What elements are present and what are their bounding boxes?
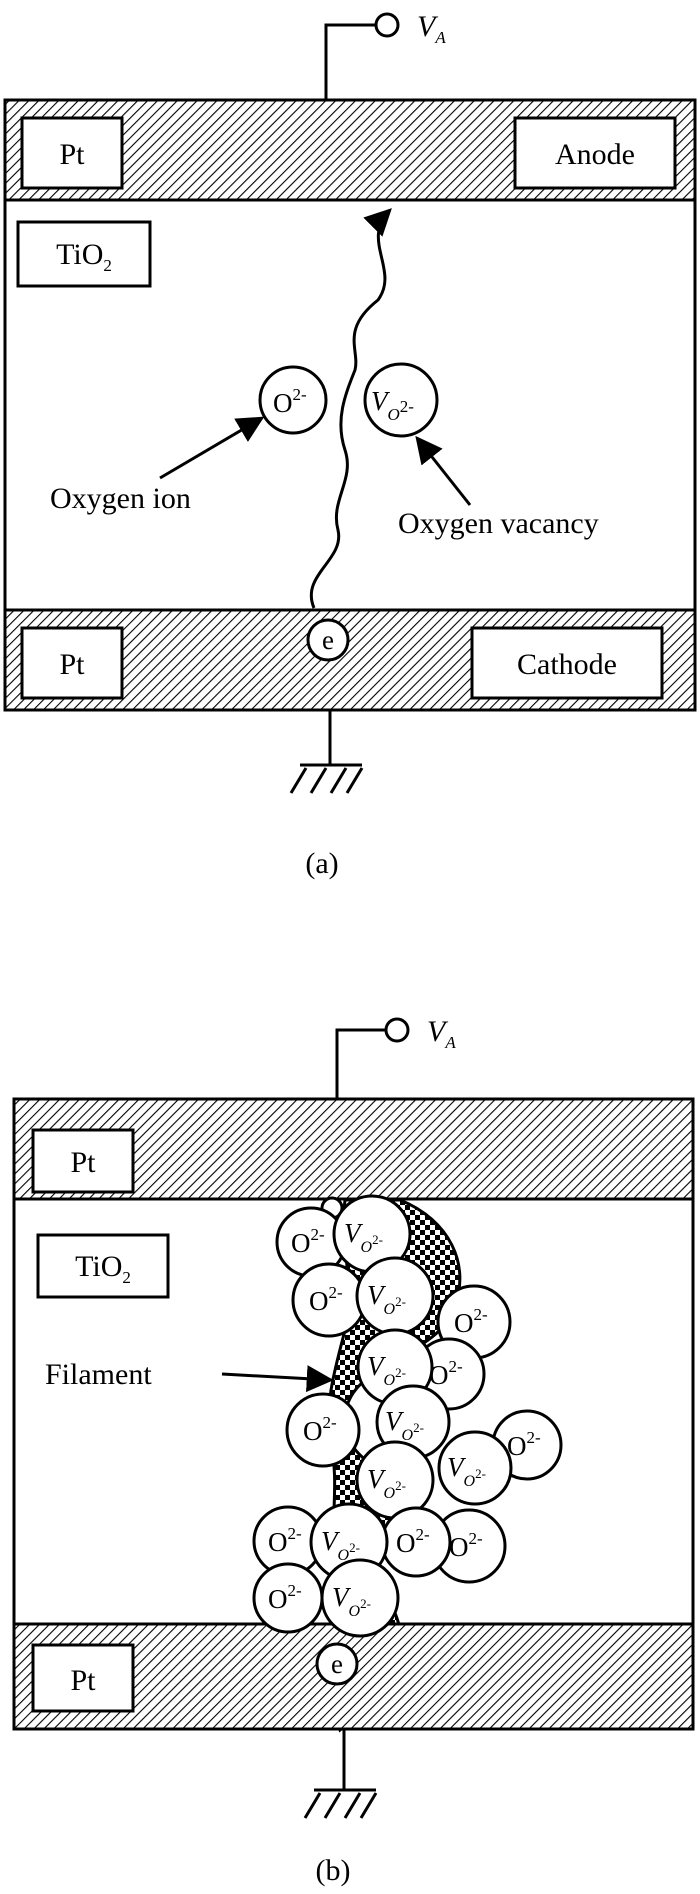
oxide-label-b: TiO [75, 1250, 122, 1283]
cathode-label: Cathode [517, 648, 617, 681]
cathode-box [470, 626, 664, 700]
ion-symbol: O2- [507, 1428, 541, 1461]
oxygen-vacancy-particle [320, 1558, 400, 1638]
pt-box-bottom-a [20, 626, 124, 700]
oxygen-vacancy-a: VO2- [363, 362, 439, 438]
vacancy-symbol: VO2- [344, 1218, 383, 1256]
ion-symbol: O2- [303, 1413, 337, 1446]
ion-symbol: O2- [429, 1357, 463, 1390]
vacancy-symbol: VO2- [367, 1464, 406, 1502]
pt-box-top-a [20, 116, 124, 190]
device-outline-a [3, 98, 697, 712]
svg-text:VA: VA [427, 1015, 456, 1052]
ground-symbol-a [289, 710, 364, 794]
svg-text:e: e [322, 625, 334, 655]
ion-symbol: O2- [268, 1581, 302, 1614]
pt-label-top-a: Pt [59, 138, 85, 171]
oxygen-ion-particle [285, 1392, 361, 1468]
caption-a: (a) [305, 847, 338, 880]
oxygen-ion-label: Oxygen ion [50, 482, 191, 515]
panel-b: VA Pt TiO2 Filament O2-VO2-O2-VO2-O2-O2-… [12, 1015, 695, 1887]
oxide-label-a: TiO [56, 238, 103, 271]
oxygen-ion-arrow [159, 416, 265, 480]
voltage-label-a: V [417, 10, 439, 43]
panel-a: VA Pt Anode TiO2 O2- VO2- Oxygen ion Oxy… [3, 10, 697, 880]
vacancy-symbol: VO2- [367, 1280, 406, 1318]
voltage-sub-b: A [444, 1033, 456, 1052]
svg-text:O2-: O2- [273, 385, 307, 418]
oxygen-vacancy-arrow [415, 435, 472, 506]
ion-symbol: O2- [291, 1225, 325, 1258]
ion-symbol: O2- [268, 1524, 302, 1557]
pt-box-top-b [31, 1128, 135, 1194]
voltage-terminal-a: VA [324, 10, 446, 100]
ground-symbol-b [303, 1729, 378, 1819]
pt-label-bottom-a: Pt [59, 648, 85, 681]
filament-particle-cluster-front: O2- VO2- [252, 1558, 400, 1638]
anode-box [513, 116, 677, 190]
pt-label-bottom-b: Pt [70, 1664, 96, 1697]
voltage-terminal-b: VA [335, 1015, 456, 1099]
anode-label: Anode [555, 138, 635, 171]
ion-symbol: O2- [454, 1305, 488, 1338]
pt-label-top-b: Pt [70, 1146, 96, 1179]
oxide-sub-a: 2 [103, 256, 112, 275]
oxygen-vacancy-particle [437, 1430, 513, 1506]
filament-particle-cluster: O2-VO2-O2-VO2-O2-O2-VO2-VO2-O2-O2-VO2-VO… [252, 1194, 563, 1584]
ion-symbol: O2- [449, 1529, 483, 1562]
vacancy-symbol: VO2- [385, 1406, 424, 1444]
svg-text:TiO2: TiO2 [75, 1250, 131, 1287]
oxide-box-b [36, 1233, 170, 1299]
svg-text:VA: VA [417, 10, 446, 47]
oxide-box-a [16, 220, 152, 288]
svg-text:VO2-: VO2- [371, 386, 414, 424]
vacancy-symbol: VO2- [447, 1452, 486, 1490]
voltage-sub-a: A [434, 28, 446, 47]
electron-a: e [306, 618, 350, 662]
oxygen-vacancy-label: Oxygen vacancy [398, 507, 599, 540]
oxide-sub-b: 2 [122, 1268, 131, 1287]
vacancy-symbol: VO2- [367, 1351, 406, 1389]
vacancy-symbol: VO2- [321, 1526, 360, 1564]
oxygen-ion-a: O2- [258, 365, 328, 435]
electron-path [310, 208, 392, 609]
ion-symbol: O2- [309, 1283, 343, 1316]
voltage-label-b: V [427, 1015, 449, 1048]
pt-box-bottom-b [31, 1643, 135, 1713]
vacancy-symbol: VO2- [332, 1582, 371, 1620]
ion-symbol: O2- [396, 1525, 430, 1558]
filament-label: Filament [45, 1358, 152, 1391]
electron-b: e [315, 1642, 359, 1686]
caption-b: (b) [316, 1854, 351, 1887]
svg-text:e: e [331, 1649, 343, 1679]
svg-text:TiO2: TiO2 [56, 238, 112, 275]
filament-arrow [221, 1365, 334, 1393]
